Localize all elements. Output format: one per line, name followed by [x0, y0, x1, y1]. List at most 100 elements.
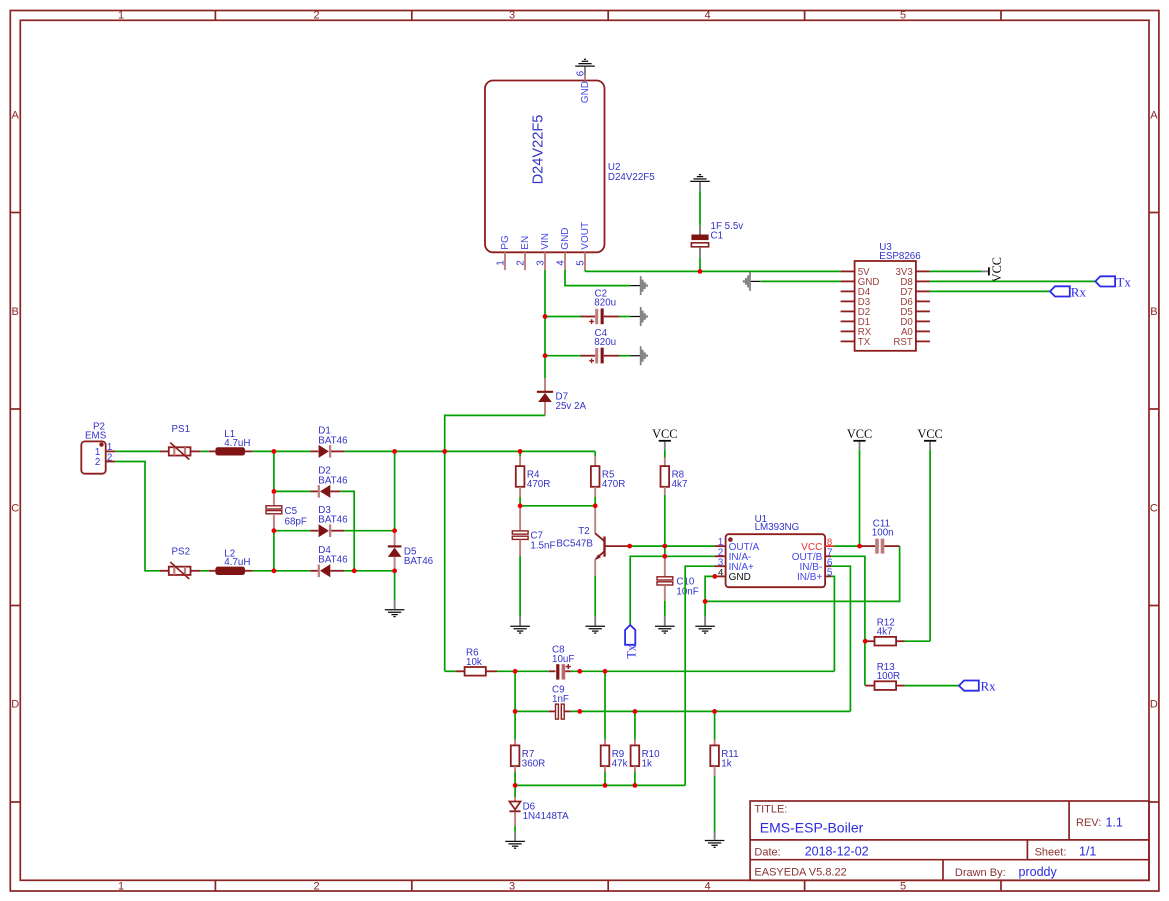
svg-text:Date:: Date:	[754, 846, 780, 858]
svg-text:47k: 47k	[612, 759, 628, 770]
svg-text:R7: R7	[522, 749, 535, 760]
svg-text:PG: PG	[500, 235, 511, 250]
svg-text:L2: L2	[224, 548, 235, 559]
svg-text:1nF: 1nF	[552, 694, 569, 705]
svg-text:D24V22F5: D24V22F5	[531, 115, 547, 185]
svg-text:1/1: 1/1	[1079, 845, 1096, 859]
svg-text:68pF: 68pF	[285, 517, 307, 528]
svg-text:2018-12-02: 2018-12-02	[805, 845, 869, 859]
svg-text:A: A	[1150, 110, 1158, 122]
svg-text:D3: D3	[318, 505, 331, 516]
svg-text:5: 5	[827, 568, 833, 579]
svg-text:A: A	[12, 110, 20, 122]
svg-text:1: 1	[107, 442, 112, 453]
svg-text:BC547B: BC547B	[556, 538, 593, 549]
svg-text:1k: 1k	[642, 759, 652, 770]
svg-text:R5: R5	[602, 470, 615, 481]
svg-text:C5: C5	[285, 506, 298, 517]
svg-text:2: 2	[313, 881, 319, 893]
svg-text:IN/A-: IN/A-	[729, 552, 752, 563]
svg-text:D: D	[1150, 699, 1158, 711]
svg-text:2: 2	[95, 457, 100, 468]
svg-text:D0: D0	[900, 317, 913, 328]
svg-text:Rx: Rx	[1071, 284, 1087, 299]
svg-text:Rx: Rx	[981, 679, 997, 694]
svg-text:470R: 470R	[527, 479, 550, 490]
svg-text:4.7uH: 4.7uH	[224, 438, 250, 449]
svg-text:8: 8	[827, 537, 832, 548]
svg-text:D6: D6	[523, 802, 536, 813]
svg-text:3V3: 3V3	[896, 267, 913, 278]
svg-text:D2: D2	[318, 466, 331, 477]
svg-text:1: 1	[718, 537, 724, 548]
svg-text:VCC: VCC	[990, 257, 1004, 282]
svg-text:BAT46: BAT46	[318, 555, 348, 566]
svg-text:VIN: VIN	[540, 233, 551, 250]
svg-text:3: 3	[536, 260, 547, 266]
svg-text:25v 2A: 25v 2A	[556, 401, 587, 412]
svg-text:R12: R12	[877, 618, 895, 629]
svg-text:6: 6	[576, 70, 587, 76]
svg-text:1.1: 1.1	[1106, 815, 1123, 829]
svg-text:D4: D4	[858, 287, 871, 298]
svg-text:GND: GND	[580, 81, 591, 103]
svg-text:IN/B+: IN/B+	[797, 572, 822, 583]
svg-text:B: B	[1150, 306, 1157, 318]
svg-text:BAT46: BAT46	[404, 556, 434, 567]
svg-text:VOUT: VOUT	[580, 222, 591, 250]
svg-text:2: 2	[718, 547, 724, 558]
svg-text:C7: C7	[530, 531, 543, 542]
svg-text:D8: D8	[900, 277, 912, 288]
svg-text:Tx: Tx	[624, 645, 638, 659]
svg-text:BAT46: BAT46	[318, 475, 348, 486]
svg-text:3: 3	[509, 10, 515, 22]
svg-text:R6: R6	[466, 647, 479, 658]
svg-text:D1: D1	[858, 317, 870, 328]
svg-text:TITLE:: TITLE:	[754, 804, 787, 816]
svg-text:GND: GND	[729, 572, 751, 583]
svg-text:5: 5	[900, 881, 906, 893]
svg-text:D24V22F5: D24V22F5	[608, 172, 655, 183]
svg-text:A0: A0	[901, 327, 913, 338]
svg-text:5: 5	[900, 10, 906, 22]
svg-text:U3: U3	[879, 242, 892, 253]
svg-text:100n: 100n	[872, 528, 894, 539]
svg-text:4: 4	[704, 10, 710, 22]
svg-text:5V: 5V	[858, 267, 870, 278]
svg-text:IN/B-: IN/B-	[800, 562, 823, 573]
svg-text:820u: 820u	[594, 298, 616, 309]
svg-text:C8: C8	[552, 645, 565, 656]
svg-text:IN/A+: IN/A+	[729, 562, 754, 573]
svg-text:PS2: PS2	[172, 547, 191, 558]
svg-text:RST: RST	[893, 337, 912, 348]
svg-text:4k7: 4k7	[877, 626, 893, 637]
svg-text:D7: D7	[900, 287, 912, 298]
svg-text:1: 1	[118, 10, 124, 22]
svg-text:D5: D5	[900, 307, 912, 318]
svg-text:1k: 1k	[721, 759, 731, 770]
svg-text:R8: R8	[672, 470, 685, 481]
svg-text:4.7uH: 4.7uH	[224, 557, 250, 568]
svg-text:10k: 10k	[466, 657, 482, 668]
svg-text:6: 6	[827, 557, 833, 568]
svg-text:C: C	[11, 502, 19, 514]
svg-text:Tx: Tx	[1116, 274, 1131, 289]
svg-text:360R: 360R	[522, 759, 545, 770]
svg-text:GND: GND	[560, 227, 571, 249]
svg-text:2: 2	[516, 260, 527, 265]
svg-text:LM393NG: LM393NG	[755, 522, 800, 533]
svg-text:D6: D6	[900, 297, 912, 308]
svg-text:ESP8266: ESP8266	[879, 251, 921, 262]
svg-text:100R: 100R	[877, 671, 900, 682]
svg-text:REV:: REV:	[1076, 817, 1101, 829]
svg-text:5: 5	[576, 260, 587, 266]
svg-text:D7: D7	[556, 391, 569, 402]
svg-text:C9: C9	[552, 684, 565, 695]
svg-text:C: C	[1150, 502, 1158, 514]
svg-text:4: 4	[718, 568, 724, 579]
svg-text:C1: C1	[711, 230, 724, 241]
svg-text:C2: C2	[595, 289, 608, 300]
svg-text:U2: U2	[608, 162, 621, 173]
svg-text:10uF: 10uF	[552, 654, 574, 665]
svg-text:2: 2	[107, 452, 112, 463]
